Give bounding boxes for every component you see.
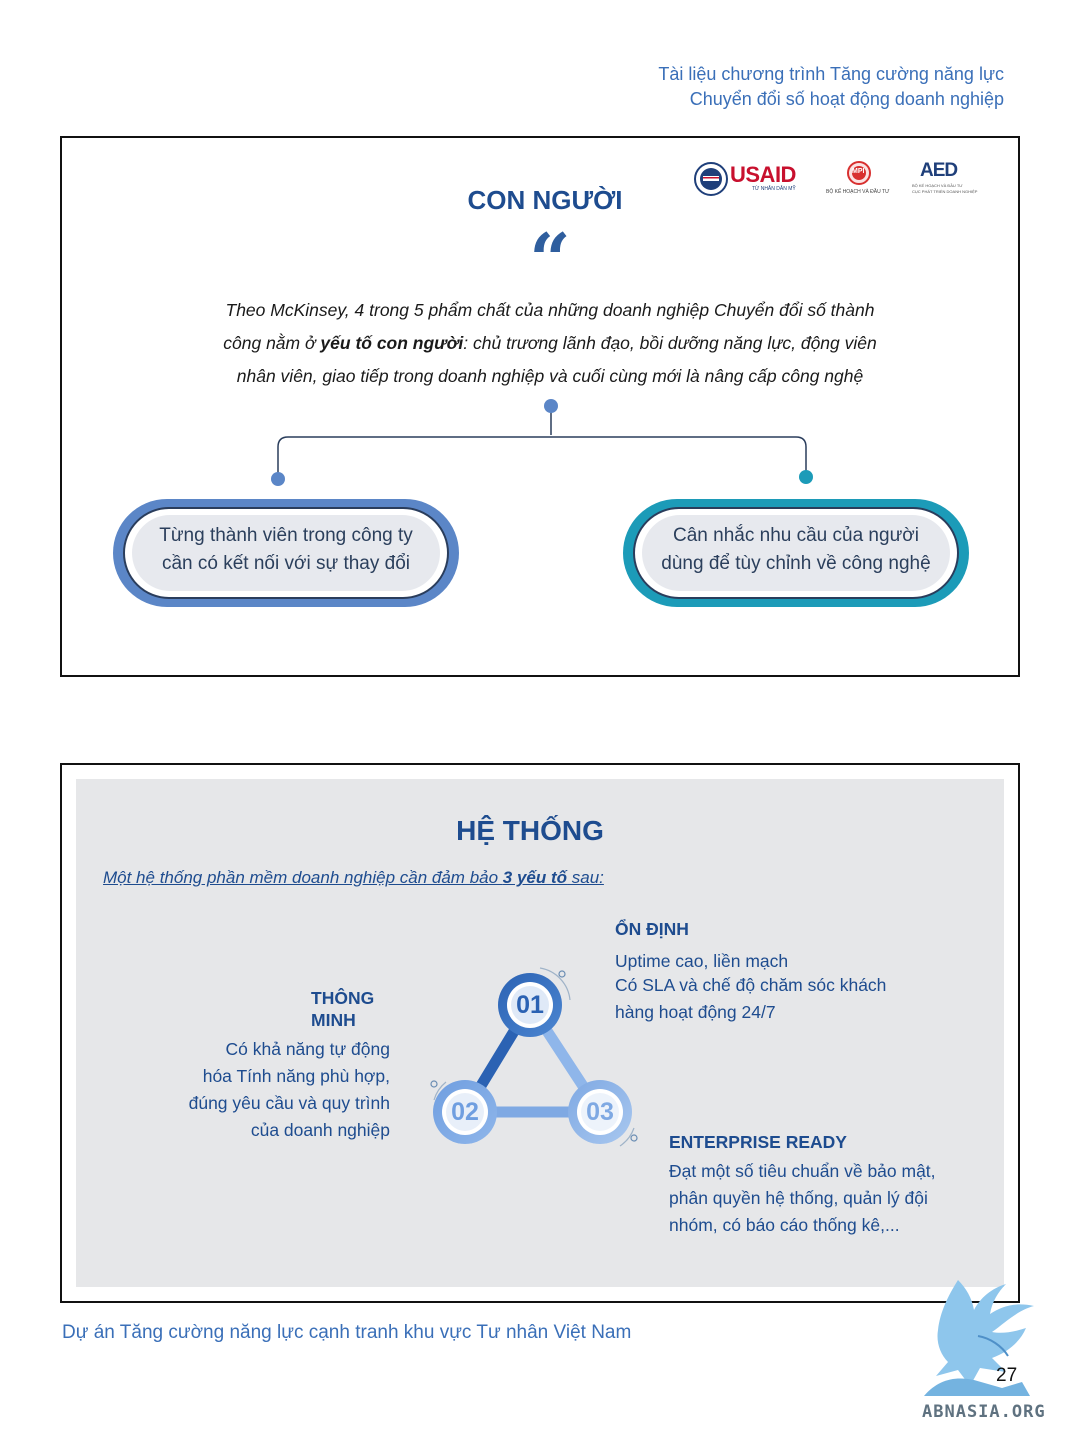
- usaid-seal-icon: [694, 162, 728, 196]
- griffin-watermark-icon: [924, 1280, 1034, 1396]
- tree-left-dot: [271, 472, 285, 486]
- left-card-shape: [113, 499, 459, 607]
- aed-subtitle-1: BỘ KẾ HOẠCH VÀ ĐẦU TƯ: [912, 183, 963, 188]
- enterprise-line-2: phân quyền hệ thống, quản lý đội: [669, 1188, 928, 1208]
- quote-line-2-start: công nằm ở: [223, 333, 321, 353]
- watermark-text: ABNASIA.ORG: [922, 1402, 1046, 1422]
- page-number: 27: [996, 1365, 1018, 1386]
- system-title: HỆ THỐNG: [456, 815, 604, 846]
- system-intro-end: sau:: [567, 868, 604, 887]
- quote-emphasis: yếu tố con người: [320, 333, 464, 353]
- aed-subtitle-2: CỤC PHÁT TRIỂN DOANH NGHIỆP: [912, 189, 978, 194]
- usaid-subtitle: TỪ NHÂN DÂN MỸ: [752, 186, 796, 192]
- smart-title-line-1: THÔNG: [311, 988, 375, 1008]
- usaid-wordmark: USAID: [730, 162, 796, 187]
- people-section-frame: [60, 136, 1020, 677]
- people-title: CON NGƯỜI: [467, 185, 623, 215]
- right-card-shape: [623, 499, 969, 607]
- right-card-text: Cân nhắc nhu cầu của người dùng để tùy c…: [620, 522, 972, 578]
- quote-line-2: công nằm ở yếu tố con người: chủ trương …: [150, 333, 950, 354]
- right-card-line-1: Cân nhắc nhu cầu của người: [673, 525, 919, 546]
- quote-mark-icon: “: [529, 217, 571, 302]
- smart-line-3: đúng yêu cầu và quy trình: [188, 1093, 390, 1113]
- connector-tree: [271, 399, 813, 486]
- usaid-logo: USAID TỪ NHÂN DÂN MỸ: [694, 160, 812, 200]
- node-01-label: 01: [516, 991, 544, 1019]
- smart-title-line-2: MINH: [311, 1010, 356, 1030]
- enterprise-line-3: nhóm, có báo cáo thống kê,...: [669, 1215, 900, 1235]
- system-intro-start: Một hệ thống phần mềm doanh nghiệp cần đ…: [103, 868, 503, 887]
- node-02-label: 02: [451, 1098, 479, 1126]
- header-title-line1: Tài liệu chương trình Tăng cường năng lự…: [658, 64, 1004, 84]
- stable-line-2: Có SLA và chế độ chăm sóc khách: [615, 975, 887, 995]
- aed-wordmark: AED: [920, 160, 958, 181]
- header-title-line2: Chuyển đổi số hoạt động doanh nghiệp: [689, 89, 1004, 109]
- left-card-line-1: Từng thành viên trong công ty: [159, 525, 413, 546]
- stable-title: ỔN ĐỊNH: [615, 919, 689, 939]
- aed-logo: AED BỘ KẾ HOẠCH VÀ ĐẦU TƯ CỤC PHÁT TRIỂN…: [912, 160, 978, 200]
- left-card-text: Từng thành viên trong công ty cần có kết…: [110, 522, 462, 578]
- smart-line-1: Có khả năng tự động: [225, 1039, 390, 1059]
- mpi-subtitle: BỘ KẾ HOẠCH VÀ ĐẦU TƯ: [826, 189, 890, 195]
- quote-line-3: nhân viên, giao tiếp trong doanh nghiệp …: [236, 366, 864, 386]
- tree-root-dot: [544, 399, 558, 413]
- left-card-line-2: cần có kết nối với sự thay đổi: [161, 553, 411, 574]
- mpi-emblem-icon: [847, 161, 871, 185]
- smart-line-2: hóa Tính năng phù hợp,: [202, 1066, 390, 1086]
- mpi-wordmark: MPI: [852, 168, 865, 175]
- enterprise-line-1: Đạt một số tiêu chuẩn về bảo mật,: [669, 1161, 936, 1181]
- mpi-logo: MPI BỘ KẾ HOẠCH VÀ ĐẦU TƯ: [826, 160, 896, 200]
- system-section-frame: [60, 763, 1020, 1303]
- triangle-diagram: [430, 967, 638, 1147]
- right-card-line-2: dùng để tùy chỉnh về công nghệ: [661, 553, 931, 574]
- stable-line-3: hàng hoạt động 24/7: [615, 1002, 776, 1022]
- footer-project-name: Dự án Tăng cường năng lực cạnh tranh khu…: [62, 1322, 632, 1343]
- node-03-label: 03: [586, 1098, 614, 1126]
- tree-right-dot: [799, 470, 813, 484]
- smart-line-4: của doanh nghiệp: [250, 1120, 390, 1140]
- quote-line-2-end: : chủ trương lãnh đạo, bồi dưỡng năng lự…: [463, 333, 877, 353]
- enterprise-title: ENTERPRISE READY: [669, 1132, 847, 1152]
- stable-line-1: Uptime cao, liền mạch: [615, 951, 789, 971]
- system-intro-emphasis: 3 yếu tố: [502, 868, 568, 887]
- system-intro: Một hệ thống phần mềm doanh nghiệp cần đ…: [103, 868, 604, 888]
- quote-line-1: Theo McKinsey, 4 trong 5 phẩm chất của n…: [225, 300, 875, 320]
